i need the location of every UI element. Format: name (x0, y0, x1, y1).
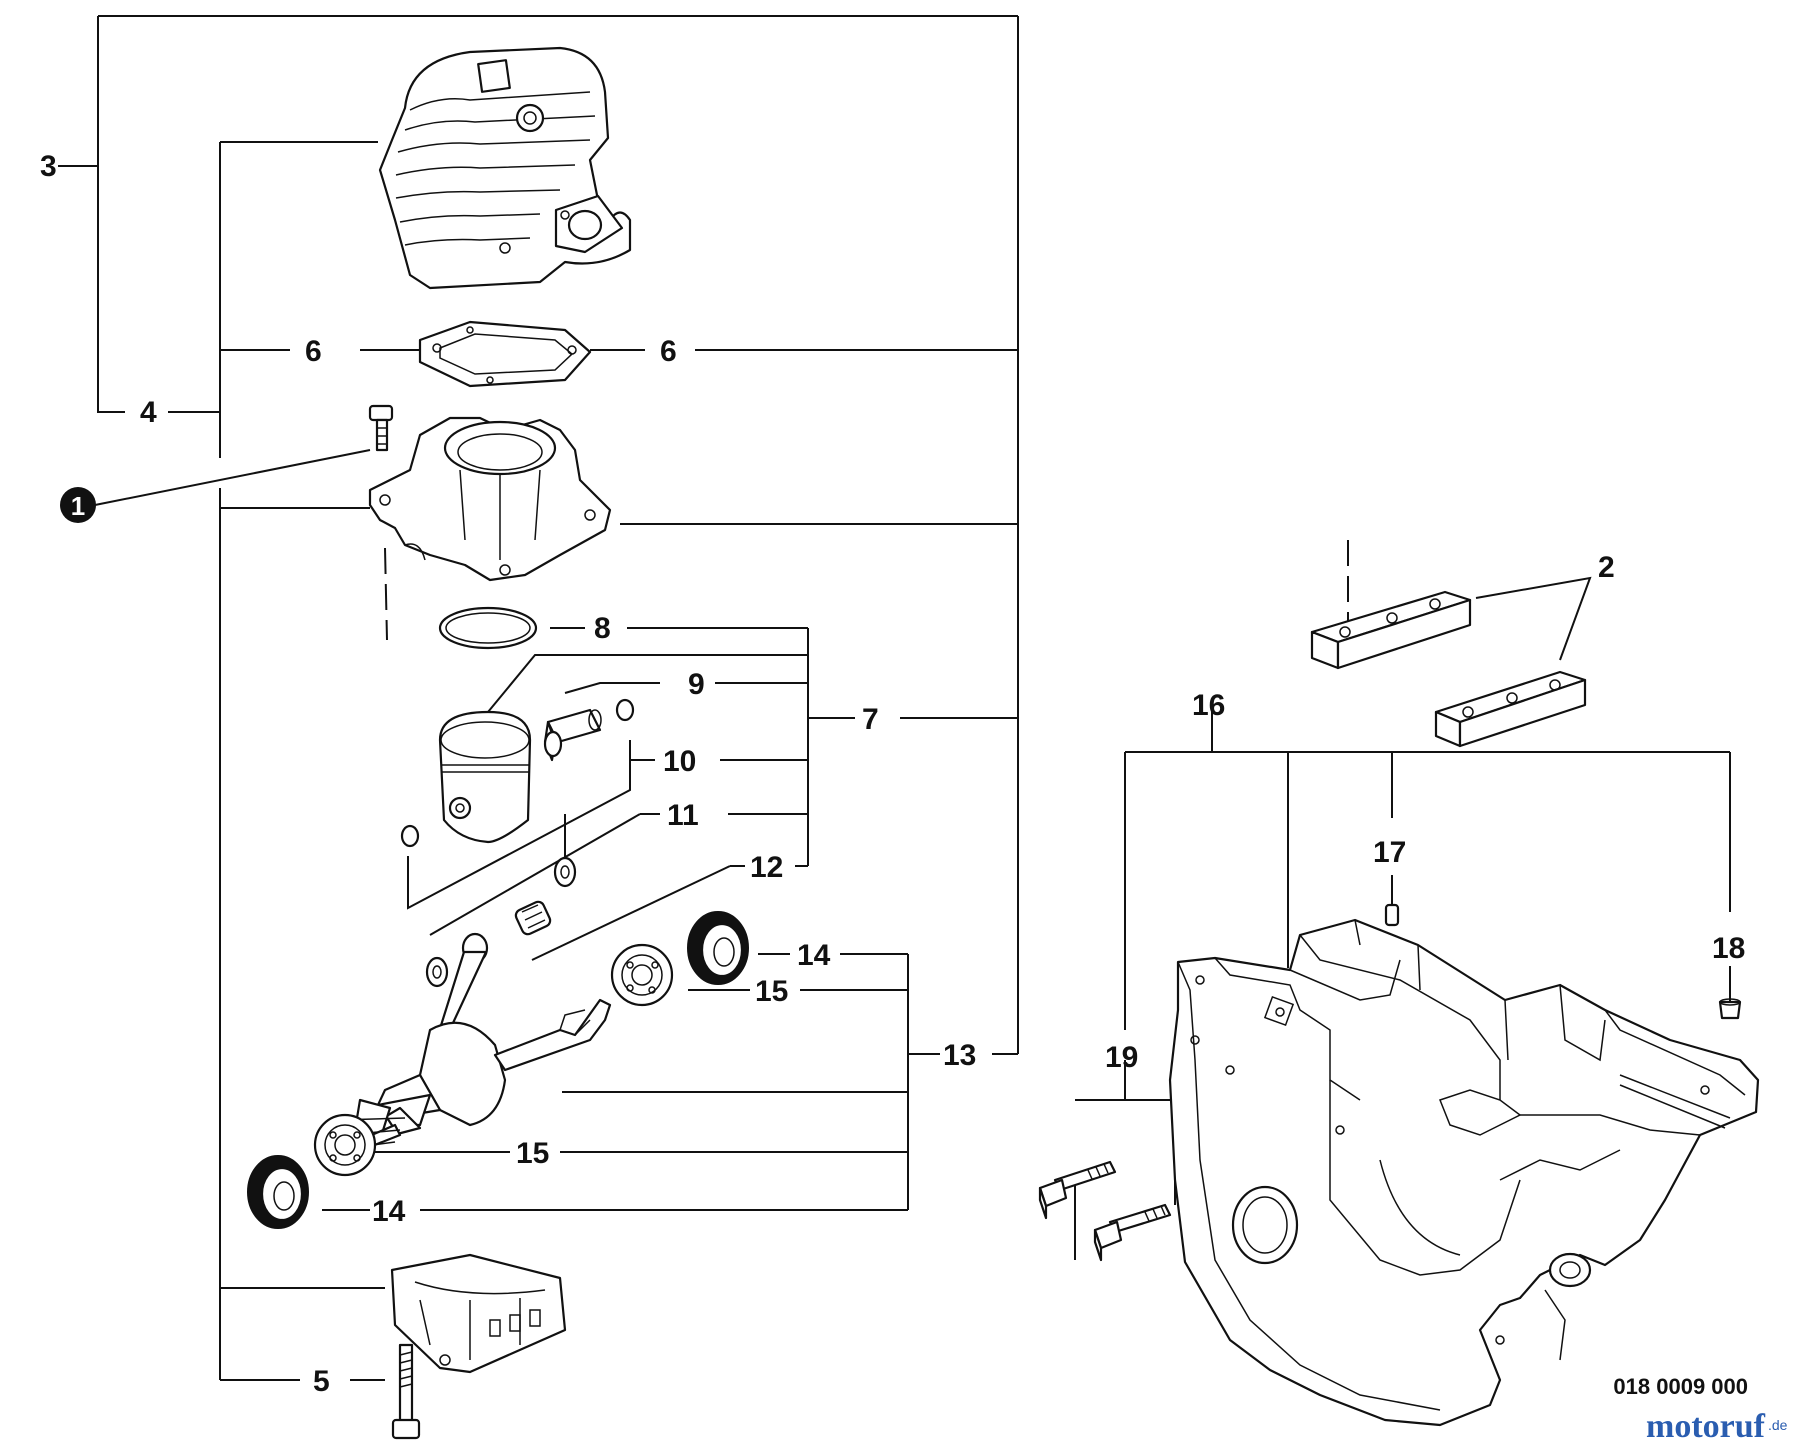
callout-17: 17 (1373, 836, 1406, 869)
drawing-code: 018 0009 000 (1613, 1374, 1748, 1399)
callout-16: 16 (1192, 689, 1225, 722)
callout-1: 1 (71, 491, 85, 521)
callout-14-upper: 14 (797, 939, 831, 972)
callout-12: 12 (750, 851, 783, 884)
piston-part (438, 710, 532, 844)
crankcase-main-part (1168, 918, 1760, 1427)
leader-lines (58, 15, 1731, 1381)
oil-seal-part (247, 911, 749, 1229)
bearing-cap-part (390, 1253, 567, 1374)
plate-part (1310, 590, 1587, 748)
callout-6-left: 6 (305, 335, 322, 368)
cylinder-screw-part (368, 404, 394, 452)
bolt-part (1038, 1160, 1172, 1262)
piston-ring-part (438, 606, 538, 650)
crankcase-upper-part (368, 416, 612, 582)
callout-8: 8 (594, 612, 611, 645)
callout-19: 19 (1105, 1041, 1138, 1074)
cylinder-part (378, 46, 632, 290)
callout-2: 2 (1598, 551, 1615, 584)
callout-badge-1 (60, 487, 96, 523)
callout-7: 7 (862, 703, 879, 736)
callout-10: 10 (663, 745, 696, 778)
callout-4: 4 (140, 396, 157, 429)
callout-15-lower: 15 (516, 1137, 549, 1170)
callout-5: 5 (313, 1365, 330, 1398)
callout-labels: 3 4 1 6 6 8 9 7 10 11 12 14 15 13 15 14 … (40, 150, 1745, 1398)
callout-14-lower: 14 (372, 1195, 406, 1228)
thrust-washer-part (425, 856, 577, 988)
piston-pin-part (543, 708, 602, 762)
needle-bearing-part (514, 900, 552, 936)
watermark-suffix: .de (1768, 1417, 1788, 1433)
callout-13: 13 (943, 1039, 976, 1072)
crankshaft-part (339, 932, 612, 1152)
cap-screw-part (391, 1343, 421, 1440)
callout-6-right: 6 (660, 335, 677, 368)
watermark: motoruf .de (1646, 1408, 1788, 1444)
callout-9: 9 (688, 668, 705, 701)
callout-3: 3 (40, 150, 57, 183)
circlip-part (400, 698, 635, 848)
watermark-brand: motoruf (1646, 1408, 1766, 1444)
ball-bearing-part (313, 943, 674, 1177)
dowel-pin-part (1384, 903, 1742, 1020)
callout-18: 18 (1712, 932, 1745, 965)
callout-15-upper: 15 (755, 975, 788, 1008)
callout-11: 11 (667, 799, 699, 832)
gasket-part (418, 320, 592, 388)
